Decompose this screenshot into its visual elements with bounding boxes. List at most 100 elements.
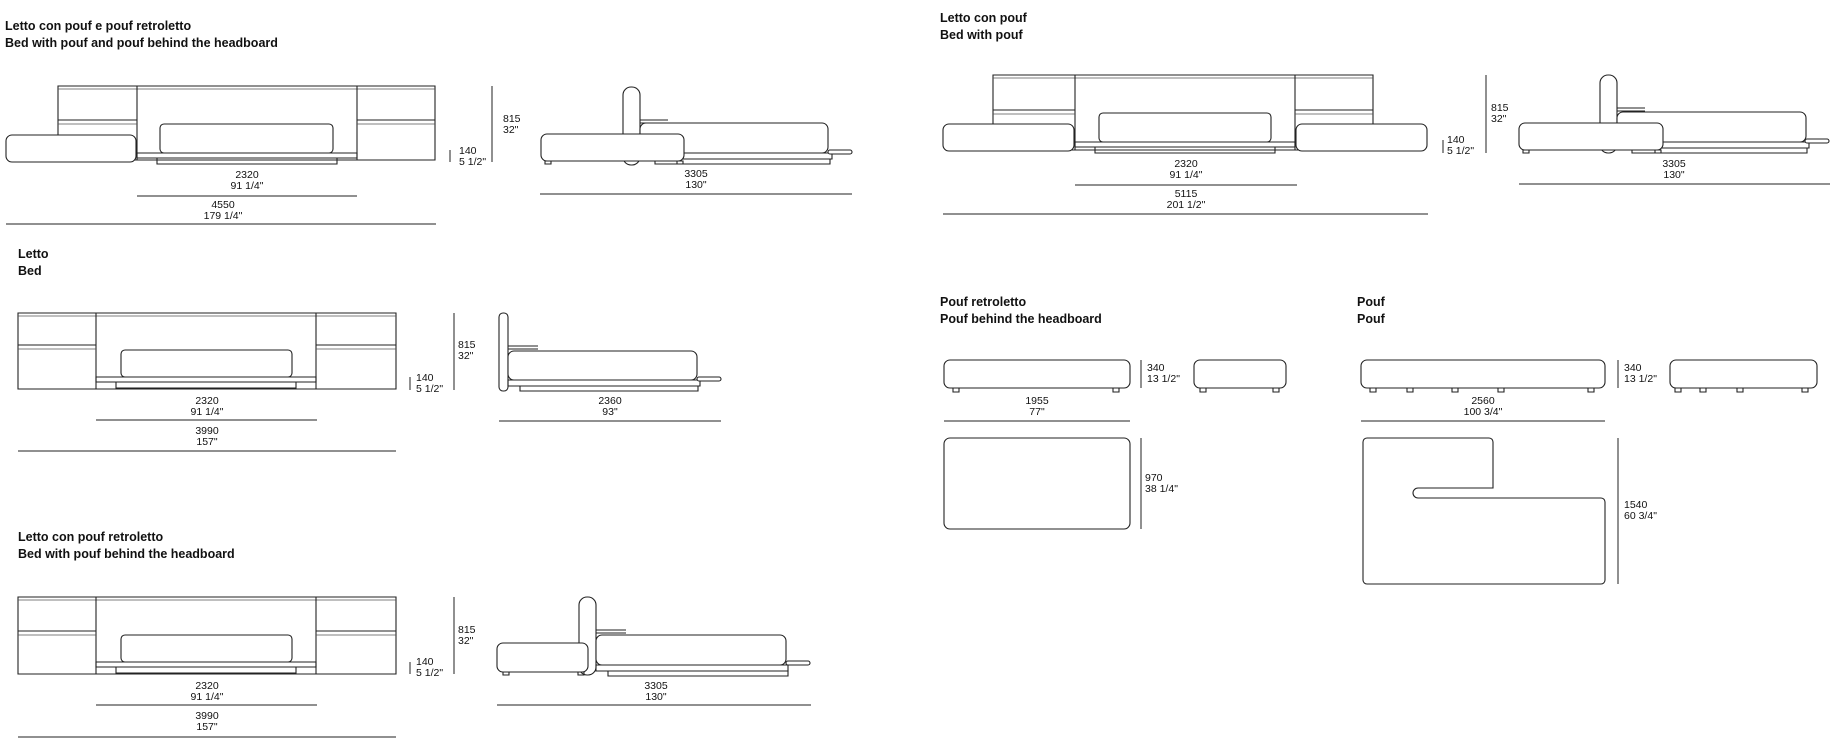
dimension-inch: 130" [685, 179, 707, 191]
dimension-label-pouf-depth: 1540 60 3/4" [1624, 500, 1657, 522]
dimension-mm: 3305 [684, 168, 708, 180]
dimension-label-pouf-width: 1955 77" [997, 396, 1077, 418]
section-title-bed-back-pouf: Letto con pouf retroletto Bed with pouf … [18, 529, 235, 563]
dimension-label-height: 815 32" [503, 114, 521, 136]
dimension-inch: 130" [1663, 169, 1685, 181]
dimension-mm: 815 [503, 113, 521, 125]
dimension-label-pouf-height: 340 13 1/2" [1147, 363, 1180, 385]
dimension-mm: 340 [1147, 362, 1165, 374]
dimension-inch: 5 1/2" [416, 667, 444, 679]
dimension-mm: 2320 [1174, 158, 1198, 170]
side-view-bed-back-pouf [497, 597, 811, 705]
dimension-mm: 2320 [235, 169, 259, 181]
section-title-bed: Letto Bed [18, 246, 49, 280]
dimension-inch: 5 1/2" [1447, 145, 1475, 157]
title-english: Bed [18, 264, 42, 278]
dimension-label-total-width: 5115 201 1/2" [1146, 189, 1226, 211]
dimension-inch: 91 1/4" [190, 691, 224, 703]
dimension-inch: 13 1/2" [1624, 373, 1657, 385]
front-view-bed-back-pouf [18, 597, 454, 737]
dimension-mm: 1540 [1624, 499, 1648, 511]
title-italian: Letto con pouf e pouf retroletto [5, 19, 192, 33]
dimension-inch: 5 1/2" [459, 156, 487, 168]
title-italian: Pouf [1357, 295, 1385, 309]
dimension-label-total-width: 4550 179 1/4" [183, 200, 263, 222]
dimension-inch: 201 1/2" [1166, 199, 1206, 211]
dimension-mm: 2320 [195, 680, 219, 692]
dimension-inch: 100 3/4" [1463, 406, 1503, 418]
dimension-mm: 2560 [1471, 395, 1495, 407]
dimension-inch: 130" [645, 691, 667, 703]
dimension-label-side-length: 3305 130" [1634, 159, 1714, 181]
dimension-inch: 91 1/4" [190, 406, 224, 418]
title-italian: Pouf retroletto [940, 295, 1027, 309]
dimension-inch: 32" [1491, 113, 1507, 125]
dimension-inch: 91 1/4" [230, 180, 264, 192]
title-italian: Letto con pouf retroletto [18, 530, 164, 544]
dimension-mm: 140 [1447, 134, 1465, 146]
dimension-mm: 2320 [195, 395, 219, 407]
dimension-inch: 179 1/4" [203, 210, 243, 222]
dimension-inch: 91 1/4" [1169, 169, 1203, 181]
dimension-inch: 77" [1029, 406, 1045, 418]
views-pouf [1361, 360, 1817, 584]
title-italian: Letto [18, 247, 49, 261]
side-view-bed-with-pouf [1519, 75, 1830, 184]
dimension-label-base-height: 140 5 1/2" [459, 146, 486, 168]
dimension-inch: 93" [602, 406, 618, 418]
dimension-mm: 1955 [1025, 395, 1049, 407]
dimension-inch: 157" [196, 436, 218, 448]
dimension-label-pouf-depth: 970 38 1/4" [1145, 473, 1178, 495]
dimension-mm: 140 [459, 145, 477, 157]
dimension-mm: 970 [1145, 472, 1163, 484]
dimension-inch: 60 3/4" [1624, 510, 1657, 522]
dimension-inch: 32" [458, 350, 474, 362]
title-english: Bed with pouf behind the headboard [18, 547, 235, 561]
dimension-label-total-width: 3990 157" [167, 711, 247, 733]
dimension-mm: 3305 [1662, 158, 1686, 170]
dimension-label-side-length: 3305 130" [616, 681, 696, 703]
dimension-inch: 5 1/2" [416, 383, 444, 395]
dimension-label-total-width: 3990 157" [167, 426, 247, 448]
dimension-mm: 3990 [195, 710, 219, 722]
dimension-label-pouf-height: 340 13 1/2" [1624, 363, 1657, 385]
dimension-label-bed-width: 2320 91 1/4" [207, 170, 287, 192]
dimension-inch: 32" [458, 635, 474, 647]
dimension-mm: 3305 [644, 680, 668, 692]
dimension-label-height: 815 32" [458, 340, 476, 362]
dimension-mm: 815 [1491, 102, 1509, 114]
section-title-bed-with-pouf: Letto con pouf Bed with pouf [940, 10, 1027, 44]
title-italian: Letto con pouf [940, 11, 1027, 25]
dimension-inch: 38 1/4" [1145, 483, 1178, 495]
dimension-mm: 5115 [1174, 188, 1198, 200]
section-title-pouf: Pouf Pouf [1357, 294, 1385, 328]
dimension-label-side-length: 2360 93" [570, 396, 650, 418]
dimension-mm: 340 [1624, 362, 1642, 374]
dimension-label-bed-width: 2320 91 1/4" [167, 396, 247, 418]
dimension-label-height: 815 32" [458, 625, 476, 647]
title-english: Pouf behind the headboard [940, 312, 1102, 326]
dimension-mm: 140 [416, 656, 434, 668]
side-view-bed [499, 313, 721, 421]
section-title-pouf-back: Pouf retroletto Pouf behind the headboar… [940, 294, 1102, 328]
side-view-bed-pouf-and-back [540, 87, 852, 194]
dimension-label-side-length: 3305 130" [656, 169, 736, 191]
dimension-mm: 3990 [195, 425, 219, 437]
views-pouf-back [944, 360, 1286, 529]
title-english: Bed with pouf and pouf behind the headbo… [5, 36, 278, 50]
dimension-inch: 13 1/2" [1147, 373, 1180, 385]
dimension-label-pouf-width: 2560 100 3/4" [1443, 396, 1523, 418]
dimension-label-base-height: 140 5 1/2" [1447, 135, 1474, 157]
title-english: Pouf [1357, 312, 1385, 326]
front-view-bed [18, 313, 454, 451]
dimension-mm: 815 [458, 339, 476, 351]
dimension-label-bed-width: 2320 91 1/4" [1146, 159, 1226, 181]
dimension-inch: 157" [196, 721, 218, 733]
dimension-label-base-height: 140 5 1/2" [416, 373, 443, 395]
dimension-label-height: 815 32" [1491, 103, 1509, 125]
dimension-mm: 815 [458, 624, 476, 636]
dimension-mm: 4550 [211, 199, 235, 211]
title-english: Bed with pouf [940, 28, 1023, 42]
dimension-mm: 2360 [598, 395, 622, 407]
